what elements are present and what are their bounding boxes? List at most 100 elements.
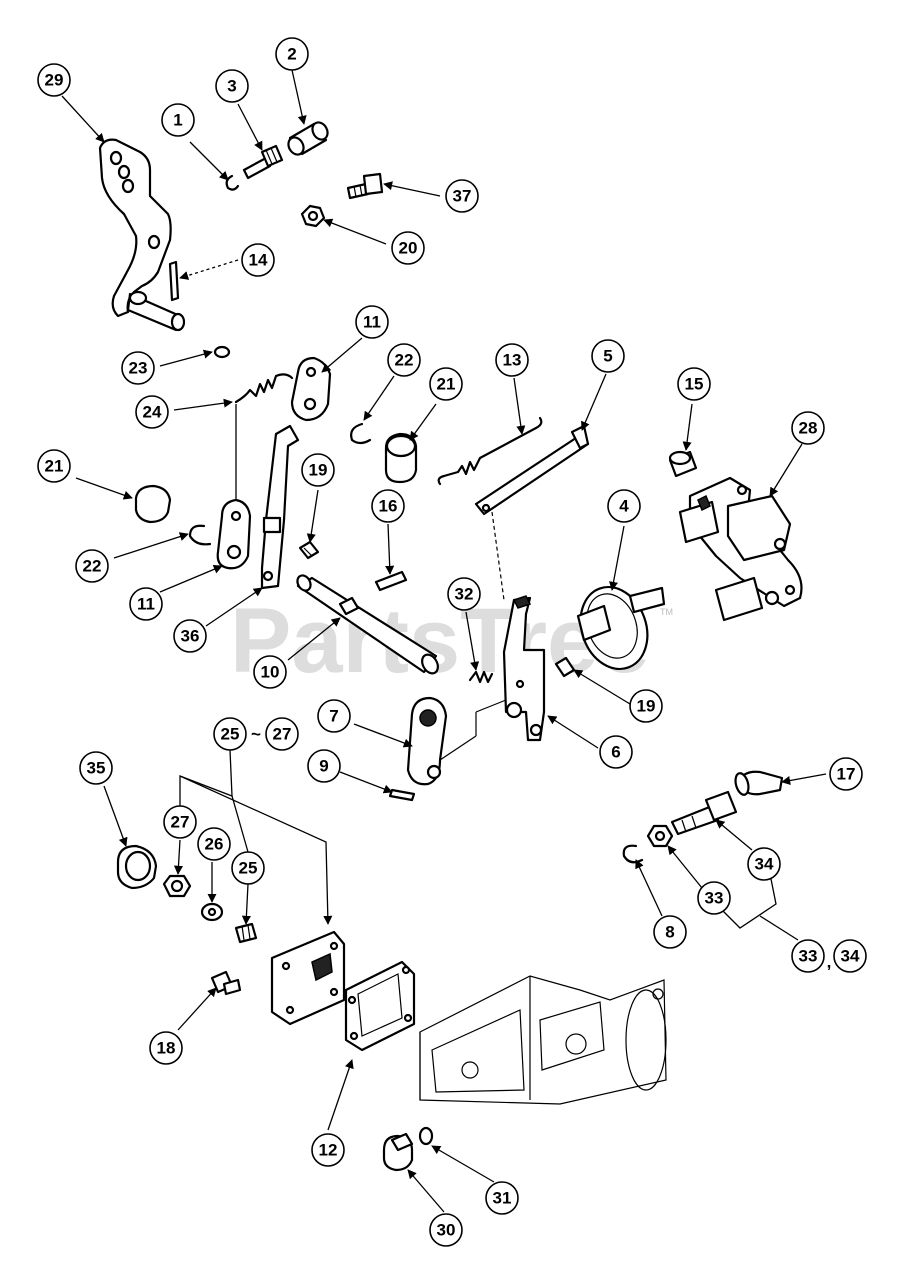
- callout-6: 6: [599, 735, 633, 769]
- callout-23: 23: [121, 351, 155, 385]
- svg-text:22: 22: [83, 557, 102, 576]
- callout-37: 37: [445, 179, 479, 213]
- callout-30: 30: [429, 1213, 463, 1247]
- svg-text:17: 17: [837, 765, 856, 784]
- part-crankcase: [419, 975, 667, 1105]
- svg-text:12: 12: [319, 1141, 338, 1160]
- part-13-spring: [437, 416, 543, 486]
- callout-33-pair: 33: [791, 939, 825, 973]
- svg-text:19: 19: [309, 461, 328, 480]
- svg-text:3: 3: [227, 77, 236, 96]
- callout-11-lower: 11: [129, 587, 163, 621]
- leader-lines: [61, 69, 827, 1213]
- callout-13: 13: [495, 343, 529, 377]
- svg-text:21: 21: [45, 457, 64, 476]
- part-15-pin: [374, 570, 408, 592]
- callout-9: 9: [307, 749, 341, 783]
- part-37-bolt: [346, 172, 384, 200]
- callout-3: 3: [215, 69, 249, 103]
- range-tilde: ~: [251, 725, 261, 744]
- callout-27: 27: [163, 805, 197, 839]
- guide-line-5-6: [491, 511, 505, 601]
- part-9-pin: [388, 788, 416, 802]
- callout-18: 18: [149, 1031, 183, 1065]
- svg-text:15: 15: [685, 375, 704, 394]
- svg-text:25: 25: [221, 725, 240, 744]
- svg-text:36: 36: [181, 627, 200, 646]
- part-24-spring: [234, 373, 294, 404]
- svg-text:32: 32: [455, 585, 474, 604]
- part-3-screw: [242, 144, 284, 180]
- part-10-shaft: [296, 574, 439, 675]
- callout-20: 20: [391, 231, 425, 265]
- svg-text:9: 9: [319, 757, 328, 776]
- svg-text:7: 7: [329, 707, 338, 726]
- callout-31: 31: [485, 1181, 519, 1215]
- svg-text:23: 23: [129, 359, 148, 378]
- callout-36: 36: [173, 619, 207, 653]
- part-1-clip: [225, 174, 240, 191]
- svg-text:31: 31: [493, 1189, 512, 1208]
- callout-25: 25: [231, 851, 265, 885]
- part-20-nut: [300, 204, 326, 228]
- svg-text:37: 37: [453, 187, 472, 206]
- callout-29: 29: [37, 63, 71, 97]
- part-36-lever: [260, 424, 300, 590]
- callout-5: 5: [591, 339, 625, 373]
- part-27-nut: [162, 874, 192, 898]
- callout-26: 26: [197, 827, 231, 861]
- callout-19-left: 19: [301, 453, 335, 487]
- part-34-bolt: [670, 790, 738, 836]
- part-31-o-ring: [418, 1126, 434, 1146]
- part-30-plug: [382, 1132, 414, 1172]
- svg-text:33: 33: [705, 889, 724, 908]
- part-25-stud: [234, 922, 258, 944]
- callout-24: 24: [135, 395, 169, 429]
- svg-text:25: 25: [239, 859, 258, 878]
- part-28-solenoid-bracket: [678, 476, 803, 622]
- svg-text:14: 14: [249, 251, 268, 270]
- svg-text:10: 10: [261, 663, 280, 682]
- callout-22-left: 22: [75, 549, 109, 583]
- callout-34-pair: 34: [833, 939, 867, 973]
- part-7-arm: [406, 696, 507, 786]
- callout-32: 32: [447, 577, 481, 611]
- svg-text:18: 18: [157, 1039, 176, 1058]
- callout-8: 8: [653, 915, 687, 949]
- svg-text:35: 35: [87, 759, 106, 778]
- part-35-cap: [116, 844, 158, 890]
- svg-text:22: 22: [395, 351, 414, 370]
- svg-text:20: 20: [399, 239, 418, 258]
- part-29-control-lever: [98, 138, 186, 332]
- svg-text:4: 4: [619, 497, 629, 516]
- callout-17: 17: [829, 757, 863, 791]
- callout-14: 14: [241, 243, 275, 277]
- part-32-spring: [468, 670, 494, 684]
- part-5-bracket: [474, 424, 590, 516]
- part-19-bolt-left: [298, 540, 320, 560]
- svg-text:27: 27: [273, 725, 292, 744]
- callout-25-range: 25: [213, 717, 247, 751]
- callout-2: 2: [275, 37, 309, 71]
- part-12-gasket: [344, 960, 416, 1052]
- callout-22-upper: 22: [387, 343, 421, 377]
- part-16-bolt: [668, 450, 698, 478]
- callout-21-left: 21: [37, 449, 71, 483]
- part-22-clip-left: [188, 524, 212, 546]
- callout-33: 33: [697, 881, 731, 915]
- svg-text:2: 2: [287, 45, 296, 64]
- svg-text:34: 34: [841, 947, 860, 966]
- callout-28: 28: [791, 411, 825, 445]
- watermark-trademark: TM: [660, 607, 673, 617]
- part-cover-plate: [270, 930, 346, 1026]
- callout-21-upper: 21: [429, 367, 463, 401]
- svg-text:19: 19: [637, 697, 656, 716]
- svg-text:24: 24: [143, 403, 162, 422]
- callout-15: 16: [371, 489, 405, 523]
- part-6-governor-lever: [502, 595, 546, 742]
- callout-34: 34: [747, 847, 781, 881]
- svg-text:34: 34: [755, 855, 774, 874]
- callout-16: 15: [677, 367, 711, 401]
- pair-comma: ,: [827, 953, 832, 972]
- callout-11-upper: 11: [355, 305, 389, 339]
